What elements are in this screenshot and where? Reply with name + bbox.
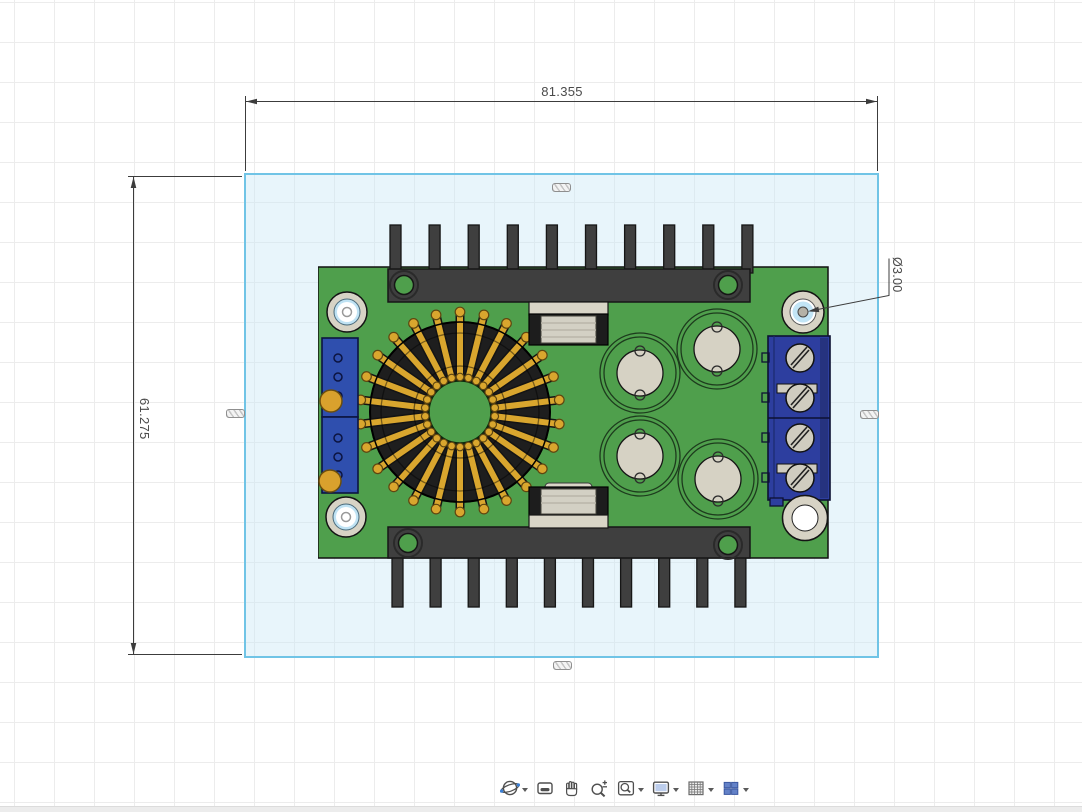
sheet-grip-right[interactable] bbox=[860, 410, 879, 419]
grid-icon bbox=[688, 781, 704, 796]
mounting-hole-top-left[interactable] bbox=[326, 291, 368, 333]
pcb-render[interactable] bbox=[318, 222, 832, 612]
zoom-icon bbox=[591, 780, 607, 798]
orbit-tool-button[interactable] bbox=[500, 776, 528, 800]
sheet-grip-left[interactable] bbox=[226, 409, 245, 418]
viewports-dropdown-caret[interactable] bbox=[743, 787, 749, 792]
capacitor-group[interactable] bbox=[599, 308, 759, 520]
fit-icon bbox=[617, 780, 635, 796]
orbit-icon bbox=[500, 780, 520, 796]
width-dimension-label[interactable]: 81.355 bbox=[541, 84, 583, 99]
mounting-hole-top-right[interactable] bbox=[781, 290, 825, 334]
grid-snaps-dropdown-caret[interactable] bbox=[708, 787, 714, 792]
navigation-toolbar bbox=[500, 775, 749, 801]
look-at-icon bbox=[537, 782, 553, 795]
capacitor bbox=[676, 308, 758, 390]
grid-snaps-button[interactable] bbox=[686, 776, 714, 800]
display-settings-icon bbox=[652, 781, 670, 797]
heatsink-top-fins bbox=[389, 224, 754, 274]
display-settings-button[interactable] bbox=[651, 776, 679, 800]
diode-component-top[interactable] bbox=[528, 301, 609, 346]
fit-dropdown-caret[interactable] bbox=[638, 787, 644, 792]
mounting-hole-bottom-right[interactable] bbox=[781, 494, 829, 542]
look-at-tool-button[interactable] bbox=[535, 776, 555, 800]
toroid-windings bbox=[355, 306, 565, 518]
fit-tool-button[interactable] bbox=[616, 776, 644, 800]
window-edge bbox=[0, 806, 1082, 812]
heatsink-bottom[interactable] bbox=[387, 526, 751, 560]
capacitor bbox=[599, 415, 681, 497]
capacitor bbox=[677, 438, 759, 520]
viewports-button[interactable] bbox=[721, 776, 749, 800]
diode-component-bottom[interactable] bbox=[528, 482, 609, 529]
viewports-icon bbox=[723, 781, 739, 795]
pan-hand-icon bbox=[565, 780, 578, 797]
terminal-screws bbox=[785, 343, 815, 493]
sheet-grip-bottom[interactable] bbox=[553, 661, 572, 670]
display-settings-dropdown-caret[interactable] bbox=[673, 787, 679, 792]
trimmer-potentiometers[interactable] bbox=[318, 337, 359, 494]
capacitor bbox=[599, 332, 681, 414]
heatsink-top[interactable] bbox=[387, 268, 751, 303]
pan-tool-button[interactable] bbox=[562, 776, 582, 800]
toroid-inductor[interactable] bbox=[355, 306, 565, 518]
height-dimension-label[interactable]: 61.275 bbox=[137, 398, 152, 440]
zoom-tool-button[interactable] bbox=[589, 776, 609, 800]
mounting-hole-bottom-left[interactable] bbox=[325, 496, 367, 538]
terminal-block[interactable] bbox=[761, 335, 831, 507]
orbit-dropdown-caret[interactable] bbox=[522, 787, 528, 792]
sheet-grip-top[interactable] bbox=[552, 183, 571, 192]
hole-diameter-label[interactable]: Ø3.00 bbox=[890, 257, 904, 293]
